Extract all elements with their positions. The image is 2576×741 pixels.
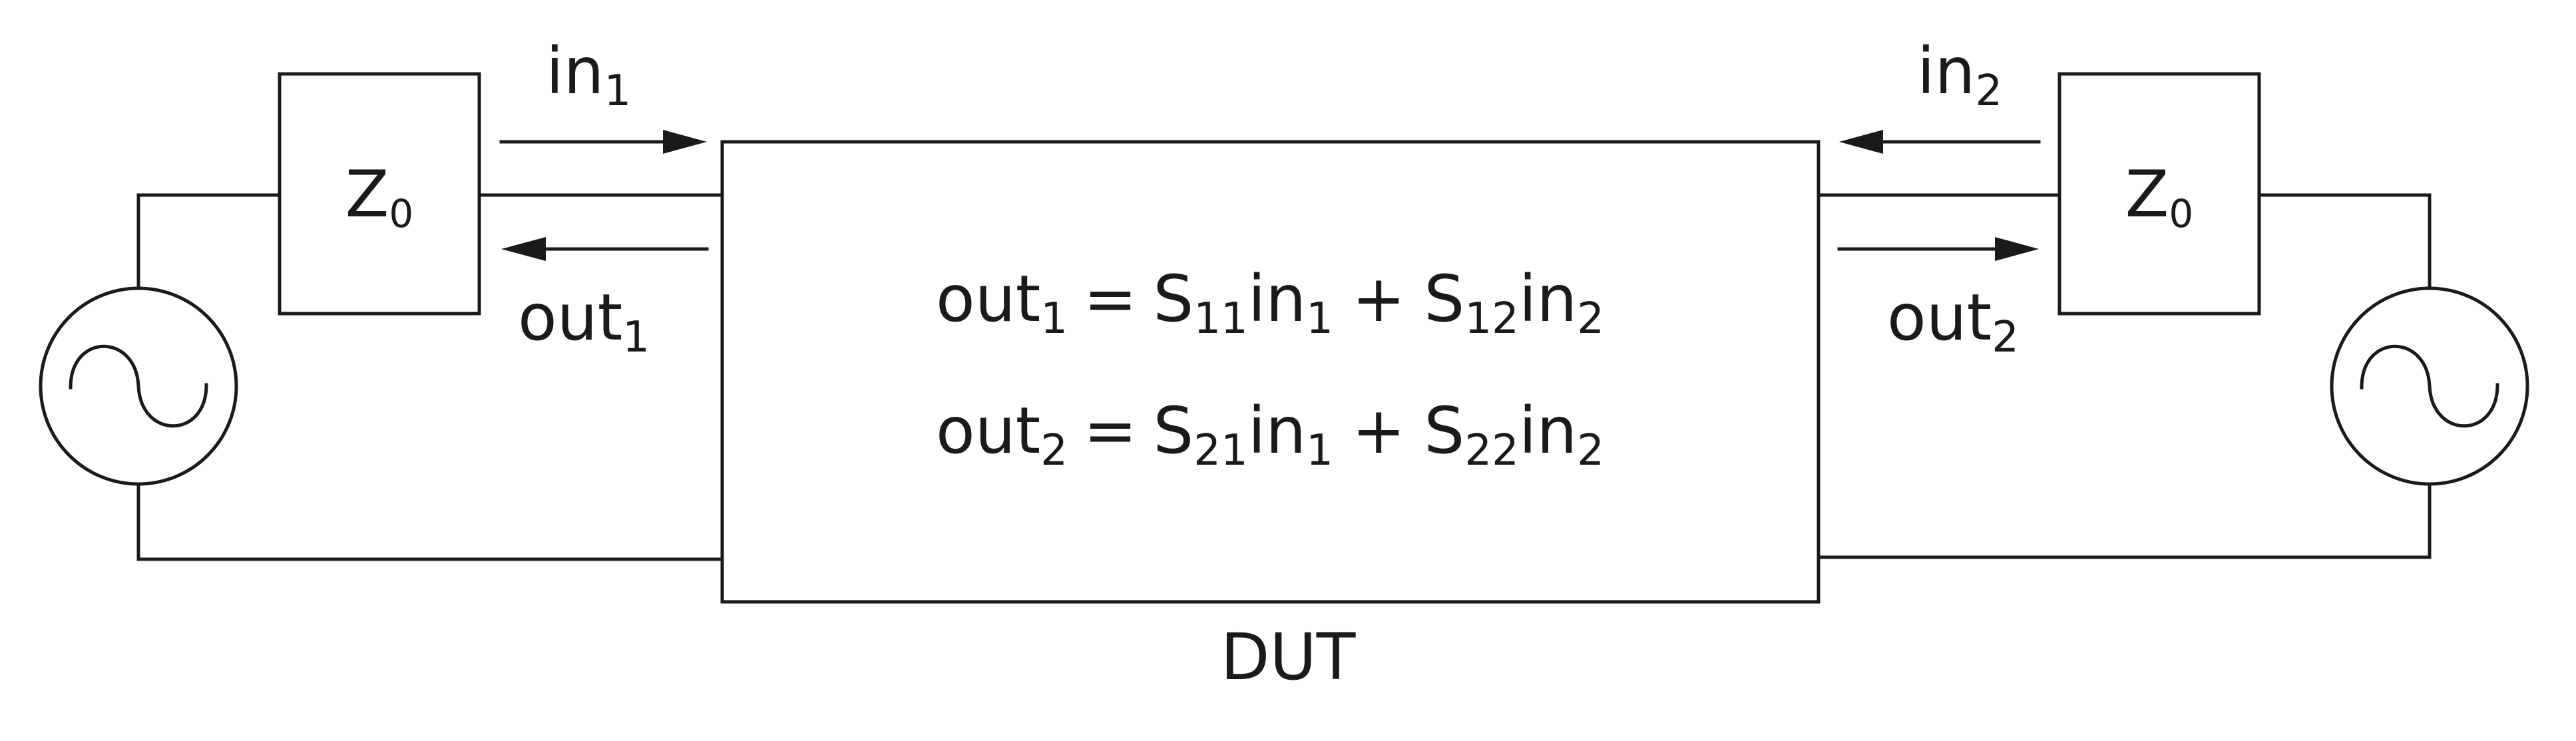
ac-source-icon	[2330, 286, 2529, 486]
port1-top-wire-source	[136, 193, 282, 290]
port1-impedance-box: Z0	[278, 72, 481, 316]
dut-label: DUT	[1221, 620, 1356, 694]
port1-incident-label: in1	[546, 34, 631, 116]
equation-1: out1=S11in1+S12in2	[936, 262, 1604, 344]
svg-text:Z0: Z0	[2125, 157, 2194, 236]
port2-circuit: Z0 in2 out2	[1817, 34, 2529, 559]
port2-bottom-wire	[1817, 482, 2432, 559]
port2-impedance-box: Z0	[2057, 72, 2261, 316]
port2-impedance-subscript: 0	[2169, 191, 2193, 236]
port2-incident-arrow	[1839, 130, 2041, 154]
port1-impedance-subscript: 0	[389, 191, 413, 236]
ac-source-icon	[39, 286, 238, 486]
port1-reflected-label: out1	[518, 280, 650, 362]
port1-impedance-symbol: Z	[345, 157, 389, 232]
port1-incident-arrow	[499, 130, 707, 154]
dut-block: out1=S11in1+S12in2 out2=S21in1+S22in2 DU…	[720, 140, 1821, 694]
port2-impedance-symbol: Z	[2125, 157, 2169, 232]
port1-reflected-arrow	[501, 237, 709, 261]
port2-incident-label: in2	[1917, 34, 2002, 116]
port1-circuit: Z0 in1 out1	[39, 34, 726, 561]
svg-text:Z0: Z0	[345, 157, 414, 236]
port2-reflected-label: out2	[1887, 280, 2019, 362]
port2-reflected-arrow	[1837, 237, 2039, 261]
equation-2: out2=S21in1+S22in2	[936, 393, 1604, 475]
port1-bottom-wire	[136, 482, 726, 561]
port2-top-wire-source	[2257, 193, 2432, 290]
